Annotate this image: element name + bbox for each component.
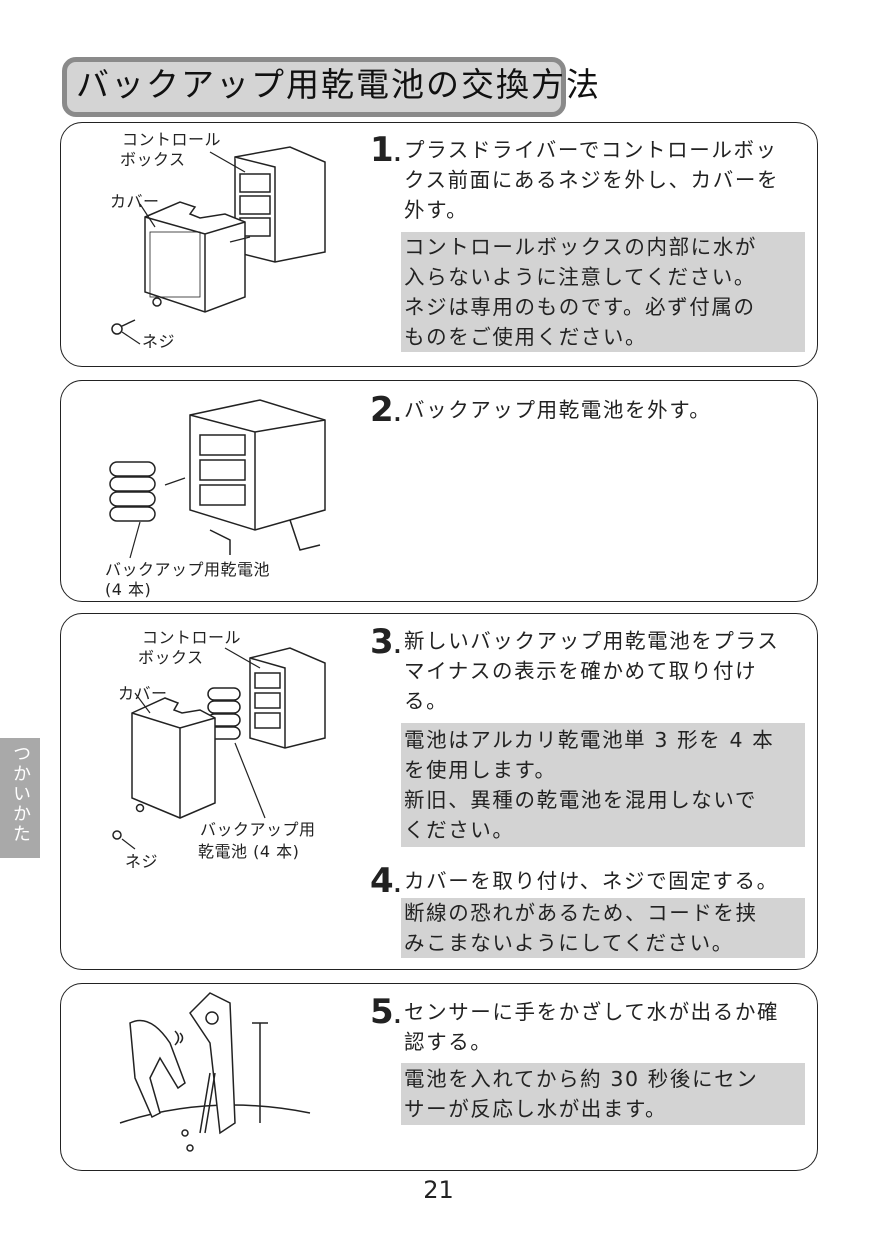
faucet-sensor-illustration <box>119 992 311 1152</box>
page-number: 21 <box>423 1176 454 1204</box>
label-control-box: コントロール <box>142 628 242 647</box>
step-2-panel <box>60 380 818 602</box>
label-battery: バックアップ用 <box>200 820 316 839</box>
caution-note <box>401 898 805 958</box>
step-text: 認する。 <box>404 1030 493 1054</box>
note-text: みこまないようにしてください。 <box>404 931 734 955</box>
label-battery-count: 乾電池 (4 本) <box>198 842 300 861</box>
label-cover: カバー <box>118 684 168 703</box>
step-number: 5. <box>370 992 402 1032</box>
label-screw: ネジ <box>142 332 176 351</box>
caution-note <box>401 1063 805 1125</box>
note-text: サーが反応し水が出ます。 <box>404 1097 668 1121</box>
caution-note <box>401 232 805 352</box>
step-text: る。 <box>404 689 449 713</box>
step-text: 新しいバックアップ用乾電池をプラス <box>404 629 780 653</box>
control-box-illustration <box>111 146 326 345</box>
note-text: 電池を入れてから約 30 秒後にセン <box>404 1067 759 1091</box>
label-battery-count: (4 本) <box>105 580 152 599</box>
step-number: 4. <box>370 861 402 901</box>
battery-removal-illustration <box>109 399 326 559</box>
note-text: 電池はアルカリ乾電池単 3 形を 4 本 <box>404 728 775 752</box>
note-text: 断線の恐れがあるため、コードを挟 <box>404 901 758 925</box>
label-screw: ネジ <box>125 852 159 871</box>
label-cover: カバー <box>110 192 160 211</box>
step-number: 1. <box>370 130 402 170</box>
title-box <box>62 57 566 117</box>
note-text: コントロールボックスの内部に水が <box>404 235 757 259</box>
label-battery: バックアップ用乾電池 <box>105 560 271 579</box>
side-tab[interactable]: つかいかた <box>0 738 40 858</box>
step-text: クス前面にあるネジを外し、カバーを <box>404 168 780 192</box>
side-tab-label: つかいかた <box>10 744 31 844</box>
note-text: ものをご使用ください。 <box>404 325 648 349</box>
step-text: プラスドライバーでコントロールボッ <box>404 138 778 162</box>
label-control-box: ボックス <box>138 648 204 667</box>
step-text: バックアップ用乾電池を外す。 <box>404 398 712 422</box>
caution-note <box>401 723 805 847</box>
note-text: ネジは専用のものです。必ず付属の <box>404 295 756 319</box>
label-control-box: ボックス <box>120 150 186 169</box>
note-text: 新旧、異種の乾電池を混用しないで <box>404 788 757 812</box>
page-title: バックアップ用乾電池の交換方法 <box>76 65 601 104</box>
step-text: マイナスの表示を確かめて取り付け <box>404 659 758 683</box>
label-control-box: コントロール <box>122 130 222 149</box>
step-number: 2. <box>370 390 402 430</box>
note-text: ください。 <box>404 818 515 842</box>
battery-install-illustration <box>112 647 326 850</box>
step-text: 外す。 <box>404 198 469 222</box>
note-text: 入らないように注意してください。 <box>404 265 756 289</box>
note-text: を使用します。 <box>404 758 557 782</box>
step-text: センサーに手をかざして水が出るか確 <box>404 1000 780 1024</box>
step-text: カバーを取り付け、ネジで固定する。 <box>404 869 779 893</box>
step-number: 3. <box>370 622 402 662</box>
